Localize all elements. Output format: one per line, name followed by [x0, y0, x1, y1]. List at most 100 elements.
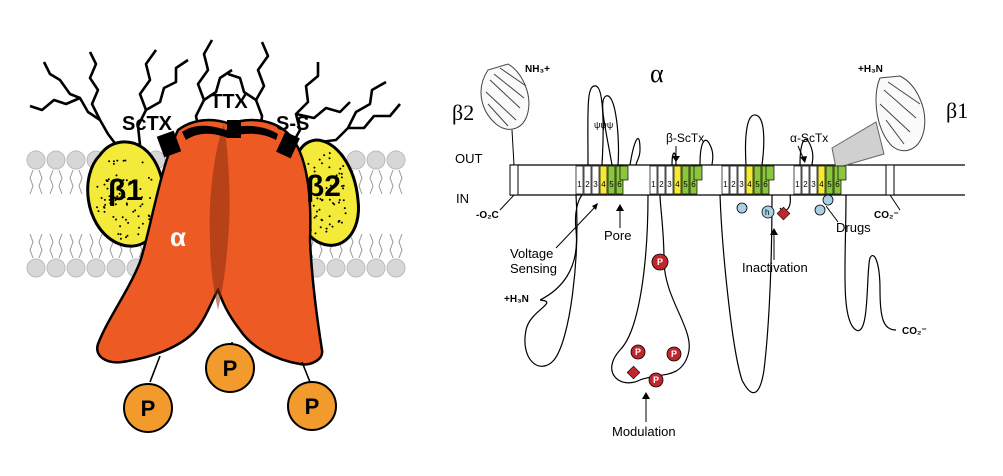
stipple-dot	[115, 174, 118, 177]
svg-text:P: P	[635, 347, 641, 357]
stipple-dot	[328, 223, 331, 226]
drug-site-1	[736, 202, 748, 214]
beta1-ig-domain	[831, 75, 926, 211]
stipple-dot	[97, 210, 100, 213]
stipple-dot	[342, 187, 345, 190]
stipple-dot	[148, 215, 151, 218]
co2-mid-label: CO₂⁻	[874, 210, 899, 221]
stipple-dot	[125, 179, 128, 182]
beta-sctx-label: β-ScTx	[666, 131, 704, 145]
stipple-dots	[96, 152, 347, 240]
stipple-dot	[341, 185, 343, 188]
tm-segment	[745, 165, 754, 195]
stipple-dot	[335, 174, 338, 177]
phospho-diamond-mod	[626, 365, 641, 380]
pore-loop	[837, 165, 847, 181]
pore-loop	[765, 165, 775, 181]
stipple-dot	[340, 176, 343, 179]
stipple-dot	[323, 154, 326, 157]
stipple-dot	[139, 188, 142, 190]
in-label: IN	[456, 191, 469, 206]
tm-segment-number: 1	[577, 180, 582, 189]
stipple-dot	[328, 215, 331, 218]
stipple-dot	[114, 203, 117, 206]
voltage-sensing-label: Voltage Sensing	[510, 246, 557, 276]
stipple-dot	[329, 184, 332, 187]
stipple-dot	[108, 195, 111, 198]
ss-label: S-S	[276, 113, 309, 135]
stipple-dot	[317, 178, 320, 181]
stipple-dot	[135, 189, 138, 192]
stipple-dot	[328, 166, 331, 169]
drug-site-3	[822, 194, 834, 206]
stipple-dot	[139, 205, 142, 208]
tm-segment	[673, 165, 682, 195]
stipple-dot	[312, 204, 315, 207]
stipple-dot	[319, 198, 322, 200]
sctx-binding-site	[156, 130, 182, 158]
right-panel-topology: OUT IN α β2 β1 NH₃+ -O₂C +H₃N CO₂⁻	[452, 59, 968, 439]
stipple-dot	[103, 206, 106, 209]
stipple-dot	[103, 210, 106, 213]
stipple-dot	[316, 210, 318, 213]
stipple-dot	[108, 160, 111, 163]
stipple-dot	[103, 198, 106, 201]
stipple-dot	[141, 222, 144, 225]
tm-segment	[801, 165, 810, 195]
tm-segment-number: 3	[667, 180, 672, 189]
alpha-sctx-label: α-ScTx	[790, 131, 828, 145]
tm-segment	[583, 165, 592, 195]
stipple-dot	[116, 159, 119, 162]
lipid-molecule	[26, 150, 46, 195]
lipid-molecule	[386, 233, 406, 278]
stipple-dot	[108, 198, 111, 201]
stipple-dot	[321, 162, 323, 165]
tm-segment-number: 6	[617, 180, 622, 189]
lipid-molecule	[346, 233, 366, 278]
stipple-dot	[313, 216, 316, 219]
phosphate-3-label: P	[305, 394, 320, 419]
phospho-site-4	[648, 372, 664, 388]
out-label: OUT	[455, 151, 483, 166]
stipple-dot	[100, 197, 103, 199]
beta2-label: β2	[306, 170, 341, 203]
tm-segment	[793, 165, 802, 195]
stipple-dot	[109, 202, 112, 205]
stipple-dot	[328, 176, 331, 179]
svg-text:P: P	[671, 349, 677, 359]
tm-segment-number: 4	[675, 180, 680, 189]
tm-segment-number: 3	[739, 180, 744, 189]
stipple-dot	[328, 198, 331, 201]
stipple-dot	[122, 159, 125, 162]
stipple-dot	[325, 227, 328, 230]
stipple-dot	[119, 225, 122, 228]
beta1-title: β1	[946, 98, 968, 123]
stipple-dot	[328, 157, 331, 160]
stipple-dot	[315, 215, 318, 218]
alpha-loops	[539, 85, 897, 394]
tm-segment	[575, 165, 584, 195]
stipple-dot	[125, 202, 128, 205]
stipple-dot	[124, 159, 127, 162]
stipple-dot	[309, 187, 312, 190]
stipple-dot	[114, 199, 117, 202]
lipid-molecule	[46, 150, 66, 195]
tm-segment	[721, 165, 730, 195]
glycosylation-chains	[29, 39, 401, 156]
tm-segment-number: 4	[747, 180, 752, 189]
pore-loop	[693, 165, 703, 181]
lipid-molecule	[366, 150, 386, 195]
tm-segment-number: 5	[683, 180, 688, 189]
tm-segment-number: 5	[755, 180, 760, 189]
tm-segment	[753, 165, 762, 195]
stipple-dot	[112, 215, 115, 218]
phospho-site-3	[666, 346, 682, 362]
stipple-dot	[116, 195, 119, 198]
tm-segment-number: 2	[731, 180, 736, 189]
tm-segment-number: 6	[835, 180, 840, 189]
stipple-dot	[122, 179, 125, 181]
inactivation-label: Inactivation	[742, 260, 808, 275]
phospho-labels: P P P P	[635, 257, 677, 385]
